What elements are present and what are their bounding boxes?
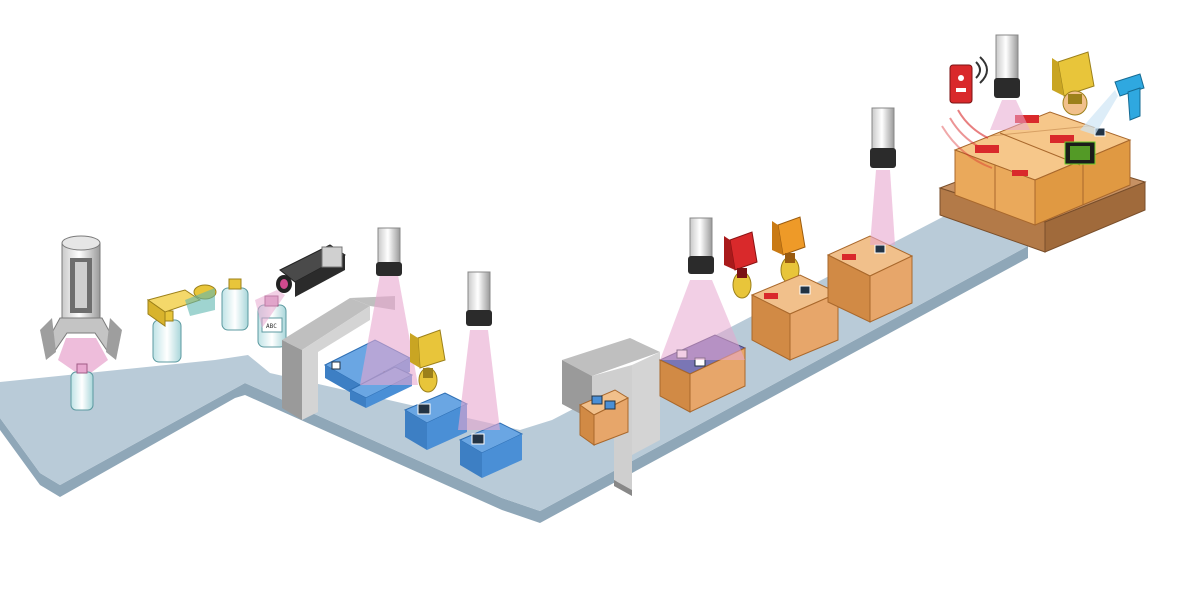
overhead-scanner (870, 107, 896, 245)
inline-reader (146, 284, 217, 327)
bottle (221, 278, 249, 331)
tray (458, 422, 524, 478)
overhead-scanner (990, 34, 1030, 130)
presentation-scanner (772, 216, 806, 284)
robotic-gripper (40, 235, 122, 378)
carton-open (578, 389, 630, 446)
rfid-reader (941, 56, 993, 169)
handheld-scanner (1080, 73, 1145, 135)
carton (750, 274, 840, 361)
carton (826, 235, 914, 323)
bottle-label: ABC (266, 323, 277, 330)
presentation-scanner (410, 329, 446, 393)
overhead-scanner (458, 271, 500, 430)
tray (403, 392, 469, 450)
bottle (70, 363, 94, 411)
presentation-scanner (724, 231, 758, 299)
overhead-scanner (660, 217, 745, 360)
inspection-tunnel (282, 296, 395, 420)
overhead-scanner (360, 227, 418, 385)
side-camera (255, 244, 346, 328)
presentation-scanner (1052, 51, 1095, 116)
